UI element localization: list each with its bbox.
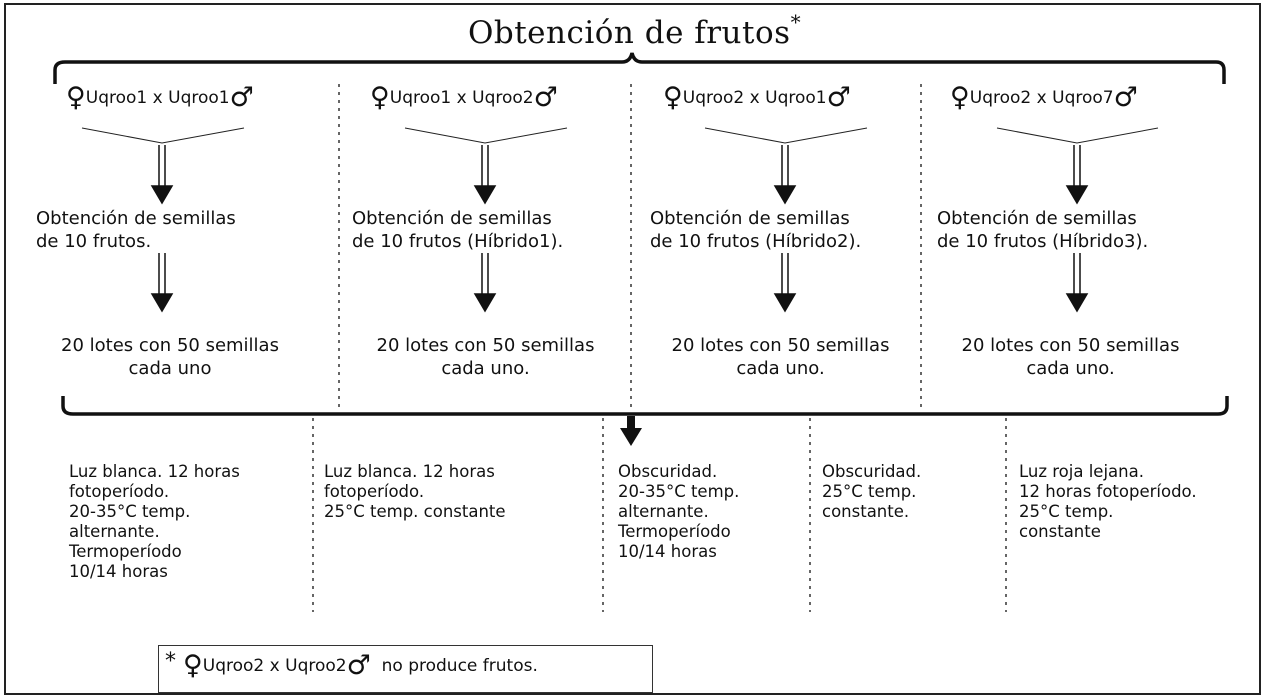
footnote-separator: x <box>269 656 280 676</box>
male-parent: Uqroo7 <box>1052 88 1114 108</box>
cross-header-3: ♀Uqroo2 x Uqroo1♂ <box>663 84 851 111</box>
female-parent: Uqroo1 <box>389 88 452 108</box>
lots-block-2: 20 lotes con 50 semillas cada uno. <box>348 334 623 380</box>
double-arrows <box>150 145 1089 313</box>
seed-line: de 10 frutos. <box>36 231 152 252</box>
condition-line: constante. <box>822 502 910 521</box>
female-parent: Uqroo1 <box>85 88 148 108</box>
funnel-lines <box>81 127 1159 144</box>
male-symbol-icon: ♂ <box>229 82 254 113</box>
seed-block-4: Obtención de semillas de 10 frutos (Híbr… <box>937 207 1148 253</box>
condition-line: 20-35°C temp. <box>618 482 740 501</box>
lots-block-3: 20 lotes con 50 semillas cada uno. <box>643 334 918 380</box>
female-parent: Uqroo2 <box>682 88 745 108</box>
seed-line: de 10 frutos (Híbrido2). <box>650 231 862 252</box>
male-symbol-icon: ♂ <box>346 650 371 681</box>
top-brace <box>53 52 1226 84</box>
condition-line: fotoperíodo. <box>324 482 425 501</box>
condition-line: constante <box>1019 522 1101 541</box>
cross-header-2: ♀Uqroo1 x Uqroo2♂ <box>370 84 558 111</box>
lots-block-4: 20 lotes con 50 semillas cada uno. <box>933 334 1208 380</box>
footnote-box: * ♀Uqroo2 x Uqroo2♂ no produce frutos. <box>158 645 653 693</box>
condition-block-2: Luz blanca. 12 horas fotoperíodo. 25°C t… <box>324 462 506 522</box>
title-text: Obtención de frutos <box>467 15 791 51</box>
condition-line: Luz roja lejana. <box>1019 462 1144 481</box>
seed-line: Obtención de semillas <box>352 208 552 229</box>
lots-line: cada uno. <box>736 358 825 379</box>
seed-block-3: Obtención de semillas de 10 frutos (Híbr… <box>650 207 861 253</box>
central-down-arrow <box>620 416 642 446</box>
male-parent: Uqroo1 <box>168 88 230 108</box>
female-symbol-icon: ♀ <box>950 82 970 113</box>
condition-line: 25°C temp. constante <box>324 502 506 521</box>
cross-header-4: ♀Uqroo2 x Uqroo7♂ <box>950 84 1138 111</box>
diagram-frame <box>4 3 1261 695</box>
lots-line: cada uno <box>128 358 212 379</box>
female-symbol-icon: ♀ <box>370 82 390 113</box>
female-parent: Uqroo2 <box>969 88 1032 108</box>
lots-line: cada uno. <box>441 358 530 379</box>
condition-block-3: Obscuridad. 20-35°C temp. alternante. Te… <box>618 462 739 562</box>
male-symbol-icon: ♂ <box>826 82 851 113</box>
cross-separator: x <box>456 88 467 108</box>
condition-line: alternante. <box>618 502 709 521</box>
seed-line: Obtención de semillas <box>650 208 850 229</box>
bottom-brace <box>61 396 1229 416</box>
cross-separator: x <box>152 88 163 108</box>
footnote-text: no produce frutos. <box>381 656 538 676</box>
lots-line: 20 lotes con 50 semillas <box>671 335 890 356</box>
lots-line: cada uno. <box>1026 358 1115 379</box>
seed-line: de 10 frutos (Híbrido3). <box>937 231 1149 252</box>
condition-line: Termoperíodo <box>618 522 731 541</box>
condition-line: alternante. <box>69 522 160 541</box>
footnote-female-parent: Uqroo2 <box>202 656 265 676</box>
seed-block-2: Obtención de semillas de 10 frutos (Híbr… <box>352 207 563 253</box>
female-symbol-icon: ♀ <box>66 82 86 113</box>
seed-line: de 10 frutos (Híbrido1). <box>352 231 564 252</box>
condition-line: Luz blanca. 12 horas <box>324 462 495 481</box>
lots-line: 20 lotes con 50 semillas <box>376 335 595 356</box>
condition-line: 10/14 horas <box>69 562 168 581</box>
footnote-asterisk: * <box>165 649 176 674</box>
condition-line: 25°C temp. <box>1019 502 1114 521</box>
seed-line: Obtención de semillas <box>937 208 1137 229</box>
lots-line: 20 lotes con 50 semillas <box>61 335 279 356</box>
condition-line: Termoperíodo <box>69 542 182 561</box>
condition-block-5: Luz roja lejana. 12 horas fotoperíodo. 2… <box>1019 462 1197 542</box>
condition-line: Obscuridad. <box>618 462 718 481</box>
male-parent: Uqroo1 <box>765 88 827 108</box>
male-symbol-icon: ♂ <box>533 82 558 113</box>
lots-block-1: 20 lotes con 50 semillas cada uno <box>36 334 304 380</box>
lots-line: 20 lotes con 50 semillas <box>961 335 1180 356</box>
condition-block-4: Obscuridad. 25°C temp. constante. <box>822 462 921 522</box>
condition-line: 12 horas fotoperíodo. <box>1019 482 1197 501</box>
condition-line: Luz blanca. 12 horas <box>69 462 240 481</box>
cross-header-1: ♀Uqroo1 x Uqroo1♂ <box>66 84 254 111</box>
male-parent: Uqroo2 <box>472 88 534 108</box>
condition-line: Obscuridad. <box>822 462 922 481</box>
condition-line: 10/14 horas <box>618 542 717 561</box>
condition-line: fotoperíodo. <box>69 482 170 501</box>
condition-line: 20-35°C temp. <box>69 502 191 521</box>
seed-line: Obtención de semillas <box>36 208 236 229</box>
female-symbol-icon: ♀ <box>183 650 203 681</box>
cross-separator: x <box>749 88 760 108</box>
cross-separator: x <box>1036 88 1047 108</box>
female-symbol-icon: ♀ <box>663 82 683 113</box>
diagram-title: Obtención de frutos* <box>0 10 1269 51</box>
condition-block-1: Luz blanca. 12 horas fotoperíodo. 20-35°… <box>69 462 240 582</box>
seed-block-1: Obtención de semillas de 10 frutos. <box>36 207 236 253</box>
title-asterisk: * <box>790 10 802 34</box>
footnote-male-parent: Uqroo2 <box>285 656 347 676</box>
male-symbol-icon: ♂ <box>1113 82 1138 113</box>
condition-line: 25°C temp. <box>822 482 917 501</box>
